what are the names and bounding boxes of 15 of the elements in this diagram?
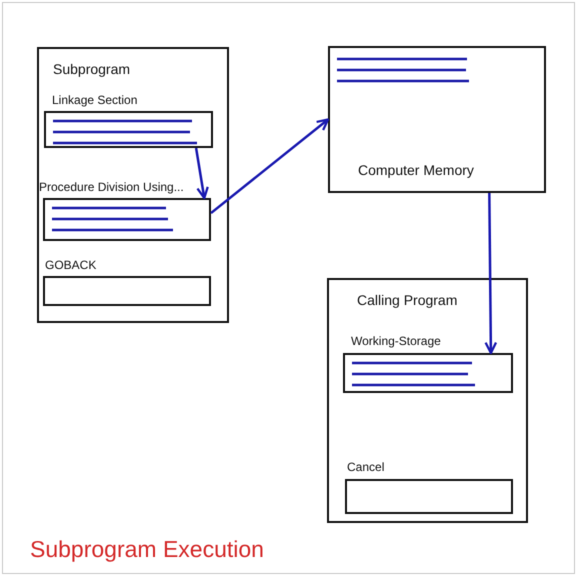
arrow — [210, 118, 330, 214]
section-heading: Cancel — [347, 460, 384, 474]
arrow — [194, 148, 209, 200]
panel-heading: Subprogram — [53, 61, 130, 77]
section-heading: Procedure Division Using... — [39, 180, 184, 194]
diagram-title: Subprogram Execution — [30, 536, 264, 563]
program-panel — [327, 278, 528, 523]
panel-heading: Computer Memory — [358, 162, 474, 178]
panel-heading: Calling Program — [357, 292, 458, 308]
program-panel — [328, 46, 546, 193]
program-panel — [37, 47, 229, 323]
section-heading: GOBACK — [45, 258, 96, 272]
section-heading: Working-Storage — [351, 334, 441, 348]
section-heading: Linkage Section — [52, 93, 138, 107]
arrow — [484, 192, 498, 354]
